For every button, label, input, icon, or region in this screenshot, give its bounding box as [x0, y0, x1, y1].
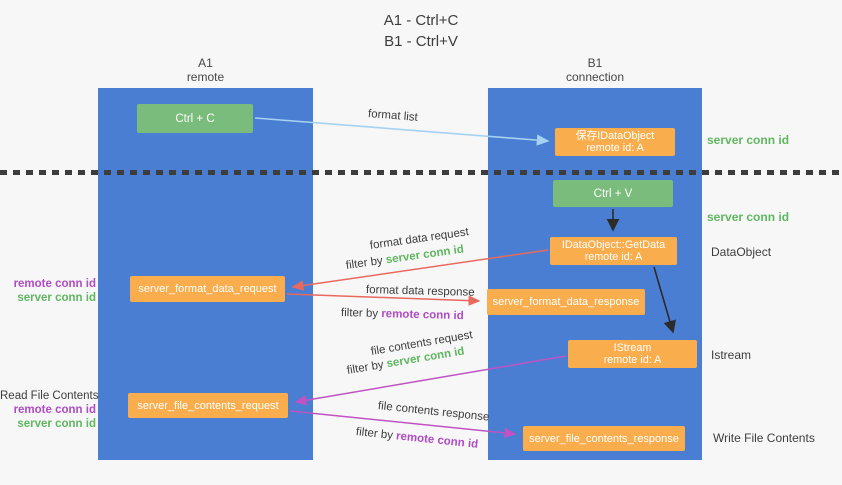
filter-by-text: filter by [346, 358, 385, 377]
label-format-data-response: format data response [365, 284, 475, 299]
node-file-request-label: server_file_contents_request [137, 399, 279, 412]
node-server-file-contents-response: server_file_contents_response [523, 426, 685, 451]
node-save-idataobject: 保存IDataObject remote id: A [555, 128, 675, 156]
node-ctrl-v: Ctrl + V [553, 180, 673, 207]
lane-b1-name: B1 [587, 56, 603, 70]
label-file-contents-response: file contents response [377, 400, 490, 424]
node-save-idataobject-line1: 保存IDataObject [575, 129, 655, 142]
label-server-conn-id-top: server conn id [707, 133, 790, 147]
label-dataobject: DataObject [711, 245, 772, 259]
title-line-1: A1 - Ctrl+C [383, 12, 459, 29]
remote-conn-id-text: remote conn id [395, 430, 479, 451]
dotted-separator-line [0, 170, 842, 175]
node-istream-line2: remote id: A [603, 354, 662, 366]
left-conn-id-labels-top: remote conn id server conn id [0, 277, 96, 305]
node-getdata-line1: IDataObject::GetData [561, 238, 666, 251]
node-file-response-label: server_file_contents_response [529, 432, 679, 445]
lane-a1-name: A1 [198, 56, 213, 70]
lane-b1-role: connection [565, 70, 625, 84]
label-server-conn-id-mid: server conn id [707, 210, 790, 224]
node-ctrl-v-label: Ctrl + V [593, 187, 633, 200]
remote-conn-id-text: remote conn id [381, 308, 464, 323]
node-ctrl-c-label: Ctrl + C [175, 112, 215, 125]
label-read-file-contents: Read File Contents [0, 390, 99, 402]
label-write-file-contents: Write File Contents [713, 431, 815, 445]
lane-a1-role: remote [186, 70, 225, 84]
filter-by-text: filter by [345, 254, 384, 272]
label-remote-conn-id: remote conn id [13, 404, 96, 416]
node-format-request-label: server_format_data_request [138, 283, 277, 295]
label-server-conn-id: server conn id [17, 292, 96, 304]
node-save-idataobject-line2: remote id: A [586, 142, 644, 154]
left-conn-id-labels-bottom: Read File Contents remote conn id server… [0, 389, 99, 431]
lane-header-a1: A1 remote [98, 56, 313, 84]
label-istream: Istream [711, 348, 752, 362]
filter-by-text: filter by [340, 307, 379, 320]
node-server-format-data-request: server_format_data_request [130, 276, 285, 302]
node-idataobject-getdata: IDataObject::GetData remote id: A [550, 237, 677, 265]
node-getdata-line2: remote id: A [584, 251, 643, 263]
lane-header-b1: B1 connection [488, 56, 702, 84]
diagram-title: A1 - Ctrl+C B1 - Ctrl+V [0, 10, 842, 52]
node-istream: IStream remote id: A [568, 340, 697, 368]
filter-by-text: filter by [355, 426, 394, 442]
label-server-conn-id: server conn id [17, 418, 96, 430]
node-server-file-contents-request: server_file_contents_request [128, 393, 288, 418]
node-istream-line1: IStream [613, 341, 652, 354]
node-ctrl-c: Ctrl + C [137, 104, 253, 133]
node-server-format-data-response: server_format_data_response [487, 289, 645, 315]
node-format-response-label: server_format_data_response [492, 296, 640, 308]
title-line-2: B1 - Ctrl+V [384, 33, 458, 50]
label-format-list: format list [367, 108, 419, 124]
label-remote-conn-id: remote conn id [13, 278, 96, 290]
